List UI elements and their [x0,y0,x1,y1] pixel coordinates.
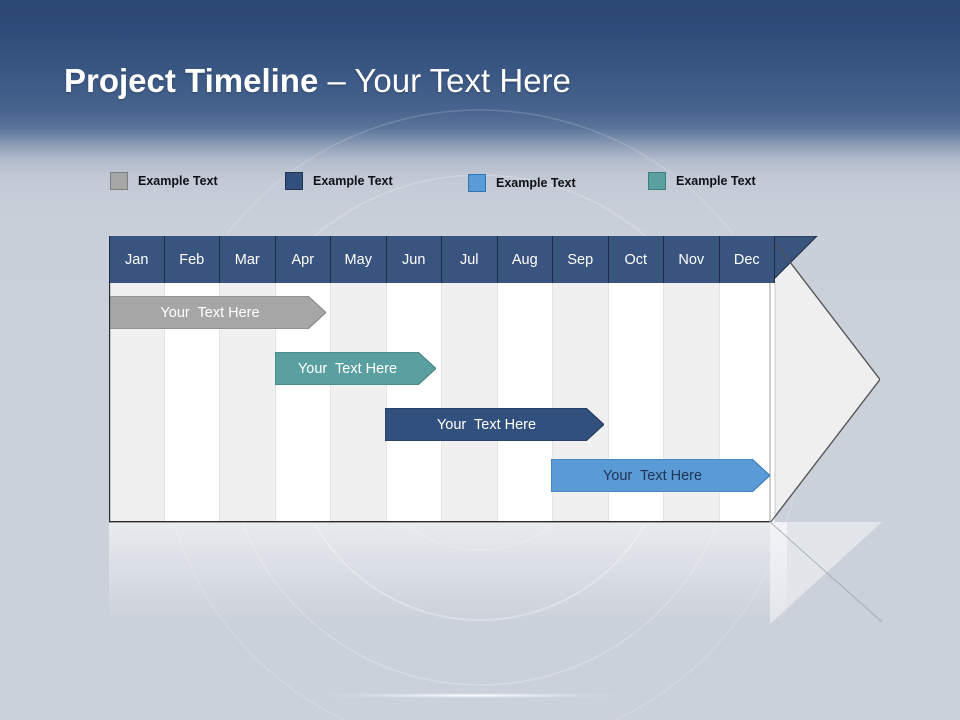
task-bar-shape-3 [385,408,604,441]
legend-swatch-2 [285,172,303,190]
legend-item-4: Example Text [648,172,756,190]
month-header-jul[interactable]: Jul [442,236,498,283]
legend-label-2: Example Text [313,174,393,188]
legend-item-1: Example Text [110,172,218,190]
legend-label-1: Example Text [138,174,218,188]
task-bar-1[interactable]: Your Text Here [110,296,326,329]
month-header-aug[interactable]: Aug [497,236,553,283]
month-header-oct[interactable]: Oct [608,236,664,283]
floor-reflection [109,522,787,622]
legend: Example Text Example Text Example Text Exam… [108,166,868,198]
month-header-mar[interactable]: Mar [220,236,276,283]
month-header-apr[interactable]: Apr [275,236,331,283]
month-header-nov[interactable]: Nov [664,236,720,283]
month-header-sep[interactable]: Sep [553,236,609,283]
legend-label-3: Example Text [496,176,576,190]
month-header-feb[interactable]: Feb [164,236,220,283]
task-bar-3[interactable]: Your Text Here [385,408,604,441]
title-strong: Project Timeline [64,62,319,99]
legend-item-3: Example Text [468,174,576,192]
legend-item-2: Example Text [285,172,393,190]
task-bar-4[interactable]: Your Text Here [551,459,770,492]
legend-label-4: Example Text [676,174,756,188]
month-header-may[interactable]: May [331,236,387,283]
title-light: – Your Text Here [318,62,571,99]
task-bar-shape-1 [110,296,326,329]
month-header-dec[interactable]: Dec [719,236,775,283]
task-bar-shape-2 [275,352,436,385]
page-title: Project Timeline – Your Text Here [64,60,571,102]
floor-reflection-edge [770,522,883,624]
legend-swatch-3 [468,174,486,192]
task-bar-shape-4 [551,459,770,492]
legend-swatch-4 [648,172,666,190]
legend-swatch-1 [110,172,128,190]
task-bar-2[interactable]: Your Text Here [275,352,436,385]
floor-glint [330,693,612,698]
month-header-jun[interactable]: Jun [386,236,442,283]
month-header-jan[interactable]: Jan [109,236,165,283]
